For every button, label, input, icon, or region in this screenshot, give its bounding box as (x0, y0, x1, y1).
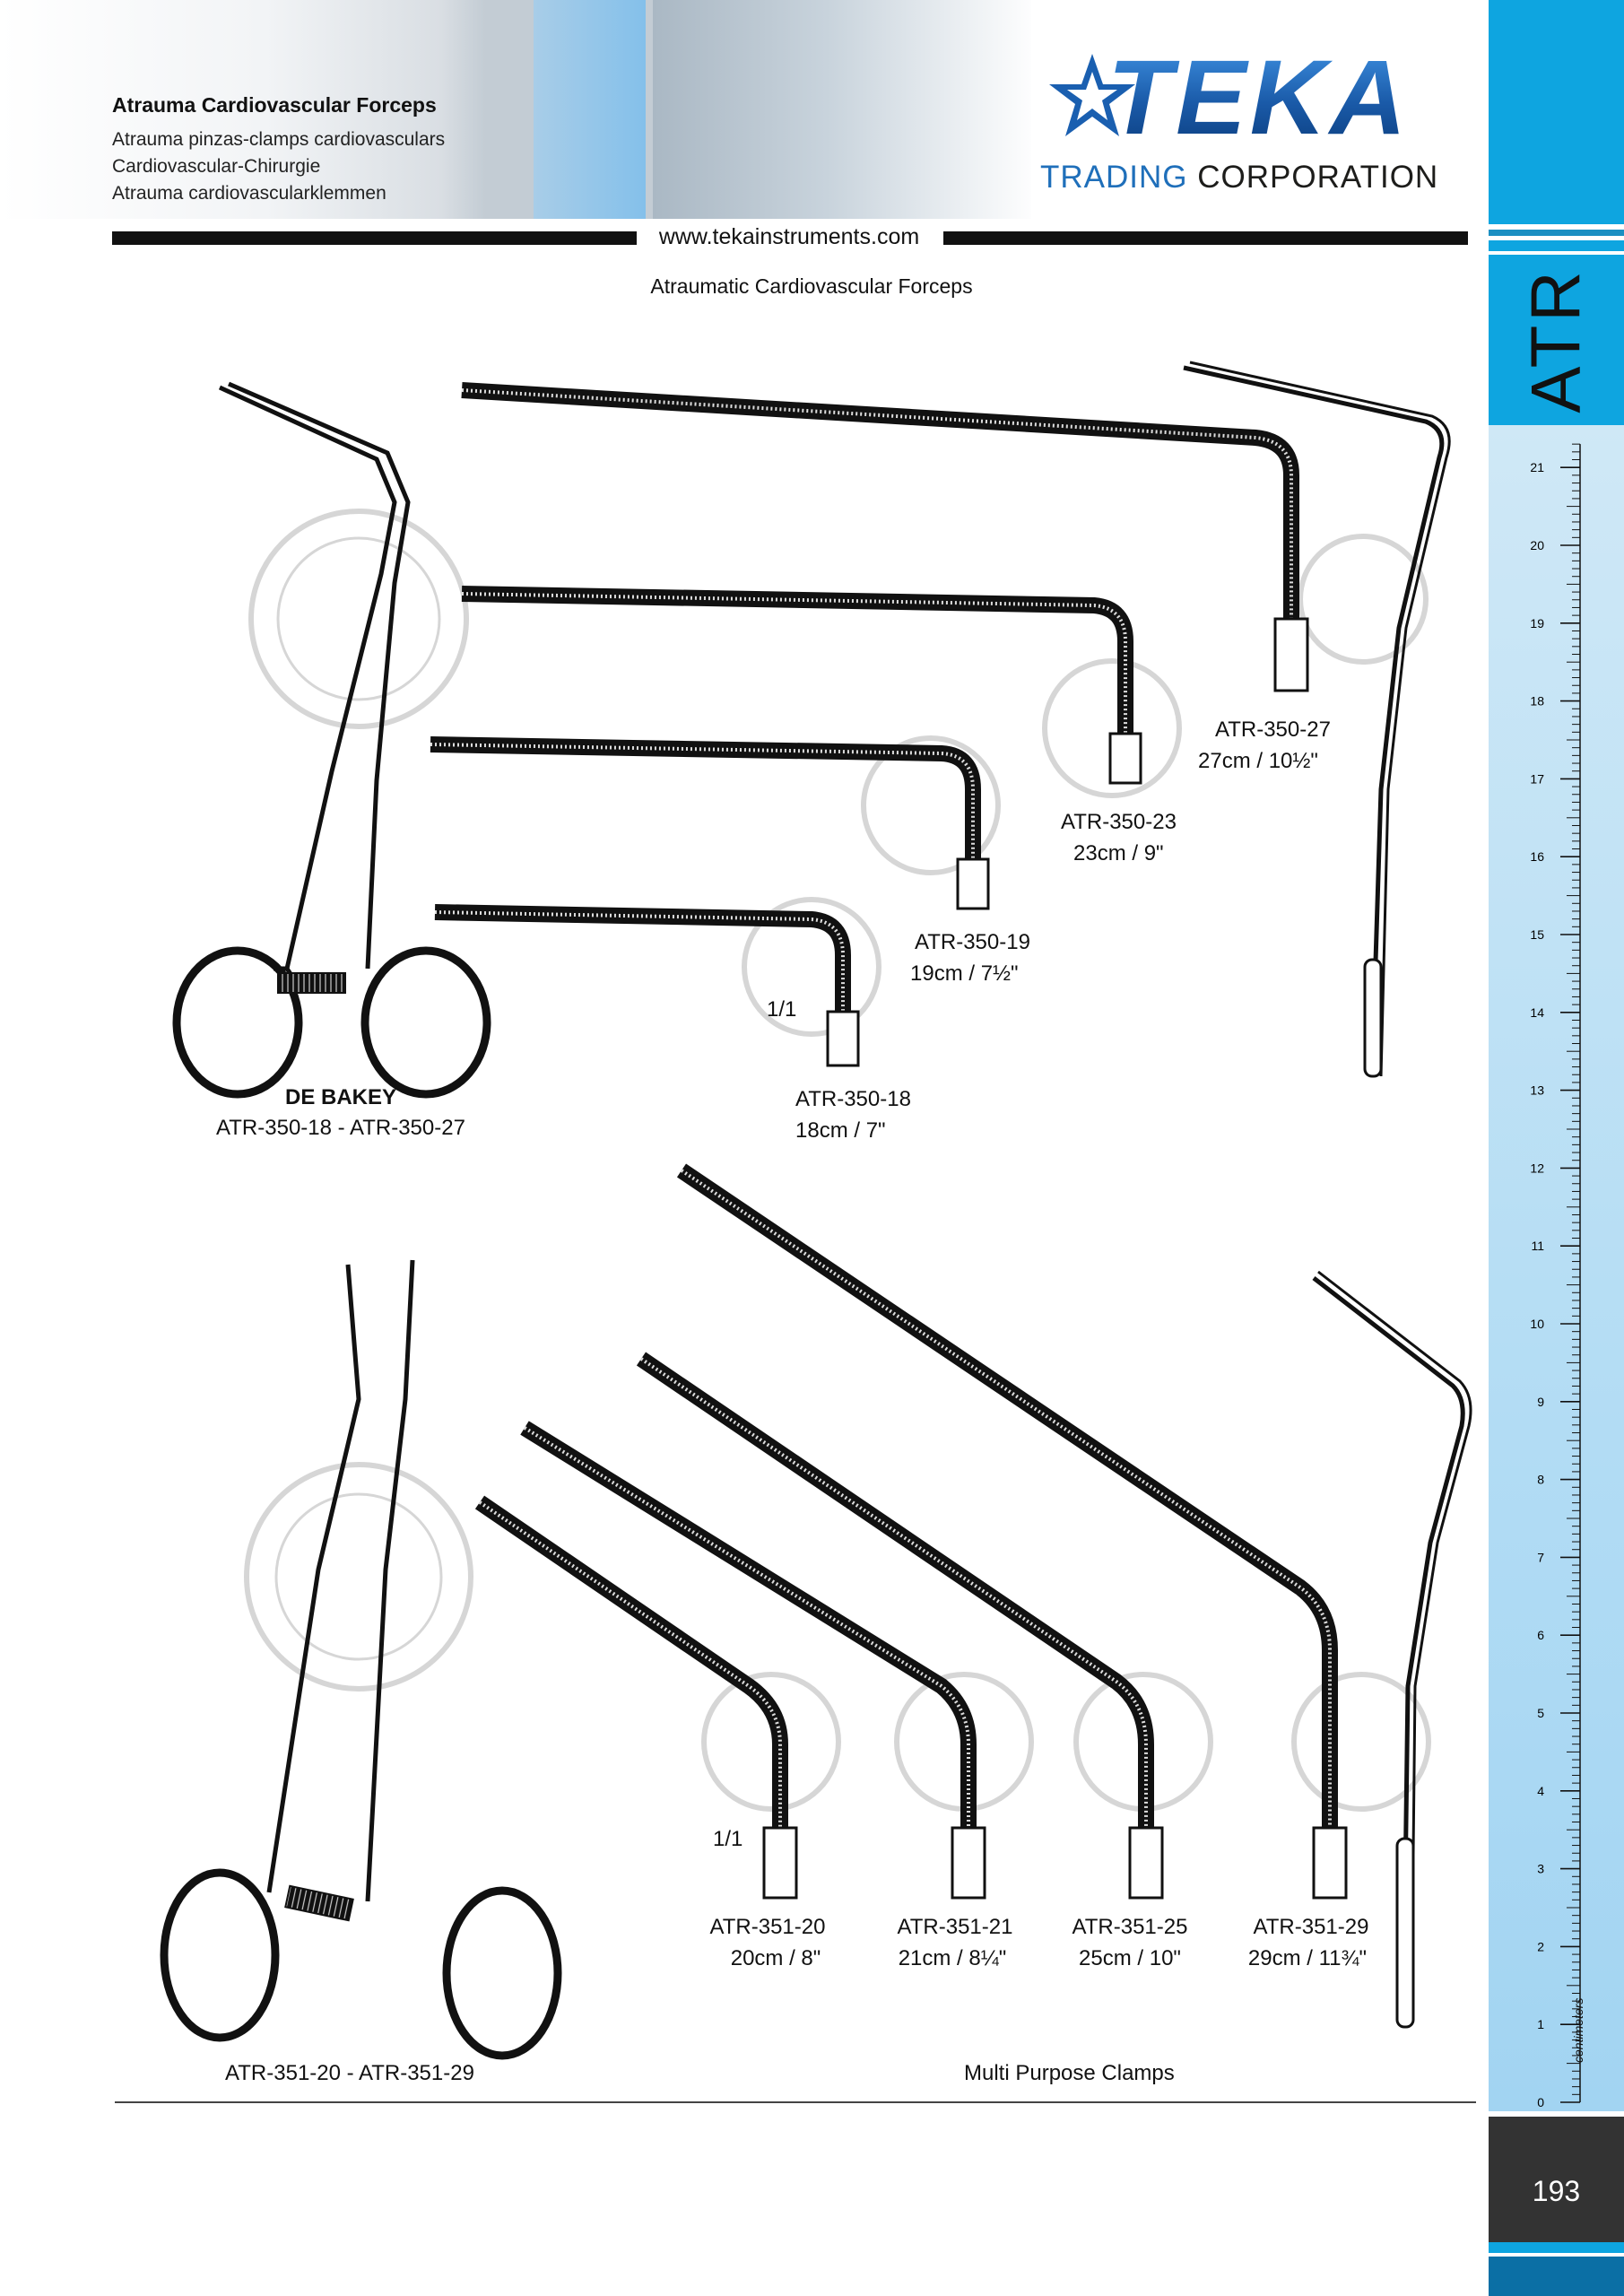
scale-label: 1/1 (713, 1827, 743, 1851)
ruler-label: 1 (1537, 2017, 1544, 2031)
side-bar-top (1489, 0, 1624, 224)
code-range: ATR-351-20 - ATR-351-29 (225, 2061, 474, 2085)
page-number-box (1489, 2117, 1624, 2242)
ruler-label: 8 (1537, 1473, 1544, 1487)
item-size: 29cm / 11¾" (1247, 1946, 1368, 1970)
logo-subtitle: TRADING CORPORATION (1040, 160, 1438, 196)
category-tab-label: ATR (1489, 255, 1624, 425)
bottom-rule (115, 2101, 1476, 2103)
ruler-panel (1489, 425, 1624, 2111)
item-code: ATR-350-19 (915, 930, 1030, 954)
item-size: 18cm / 7" (795, 1118, 886, 1143)
side-bar-strip (1489, 240, 1624, 251)
ruler-label: 14 (1530, 1005, 1544, 1020)
header-gradient-band (653, 0, 1038, 219)
item-code: ATR-350-23 (1061, 810, 1177, 834)
ruler-label: 0 (1537, 2095, 1544, 2109)
category-tab (1489, 255, 1624, 425)
page-title: Atrauma Cardiovascular Forceps (112, 93, 437, 117)
side-bar-bottom (1489, 2257, 1624, 2296)
star-logo-icon (1049, 54, 1135, 136)
ruler-label: 7 (1537, 1550, 1544, 1564)
ruler-label: 10 (1530, 1317, 1544, 1331)
instrument-name: DE BAKEY (284, 1085, 397, 1109)
ruler-label: 18 (1530, 694, 1544, 709)
code-range: ATR-350-18 - ATR-350-27 (216, 1116, 465, 1140)
item-code: ATR-351-29 (1253, 1915, 1369, 1939)
ruler-label: 17 (1530, 771, 1544, 786)
page-number: 193 (1532, 2175, 1581, 2207)
group-caption: Multi Purpose Clamps (964, 2061, 1175, 2085)
atr-350-jaws (430, 361, 1451, 1078)
ruler-label: 5 (1537, 1706, 1544, 1720)
logo-corporation: CORPORATION (1197, 160, 1439, 195)
logo-wordmark: TEKA (1107, 39, 1411, 157)
url-bar-left (112, 231, 637, 245)
item-code: ATR-350-27 (1215, 718, 1331, 742)
ruler-label: 3 (1537, 1862, 1544, 1876)
ruler-label: 13 (1530, 1083, 1544, 1098)
ruler-label: 2 (1537, 1939, 1544, 1953)
atr-351-jaws (474, 1163, 1472, 2029)
ruler-unit-label: centimeters (1571, 1997, 1585, 2063)
side-bar-strip (1489, 230, 1624, 236)
subtitle-german: Cardiovascular-Chirurgie (112, 156, 321, 177)
item-size: 27cm / 10½" (1198, 749, 1318, 773)
item-size: 23cm / 9" (1073, 841, 1164, 865)
instrument-illustrations (160, 361, 1472, 2060)
item-code: ATR-351-20 (709, 1915, 826, 1939)
item-code: ATR-351-25 (1072, 1915, 1188, 1939)
url-bar-right (943, 231, 1468, 245)
item-size: 20cm / 8" (730, 1946, 821, 1970)
ruler-label: 19 (1530, 616, 1544, 631)
item-code: ATR-350-18 (795, 1087, 911, 1111)
ruler-label: 15 (1530, 927, 1544, 942)
de-bakey-forceps-drawing (172, 381, 491, 1099)
ruler-label: 20 (1530, 538, 1544, 552)
item-code: ATR-351-21 (897, 1915, 1013, 1939)
website-url[interactable]: www.tekainstruments.com (658, 224, 920, 249)
ruler-label: 12 (1530, 1161, 1544, 1175)
logo-trading: TRADING (1040, 160, 1188, 195)
ruler-label: 6 (1537, 1628, 1544, 1642)
ruler-label: 21 (1530, 460, 1544, 474)
side-bar-bottom (1489, 2242, 1624, 2253)
scale-label: 1/1 (767, 997, 797, 1022)
header-accent-band (534, 0, 646, 219)
category-tab-text: ATR (1516, 266, 1595, 413)
item-size: 19cm / 7½" (910, 961, 1019, 986)
subtitle-dutch: Atrauma cardiovascularklemmen (112, 183, 386, 204)
multi-purpose-forceps-drawing (160, 1259, 562, 2060)
subtitle-spanish: Atrauma pinzas-clamps cardiovasculars (112, 129, 446, 150)
section-title: Atraumatic Cardiovascular Forceps (650, 274, 973, 298)
ruler-label: 11 (1531, 1239, 1544, 1253)
item-size: 21cm / 8¼" (898, 1946, 1007, 1970)
ruler-label: 9 (1537, 1395, 1544, 1409)
item-size: 25cm / 10" (1079, 1946, 1181, 1970)
ruler-label: 16 (1530, 849, 1544, 864)
ruler-label: 4 (1537, 1784, 1544, 1798)
